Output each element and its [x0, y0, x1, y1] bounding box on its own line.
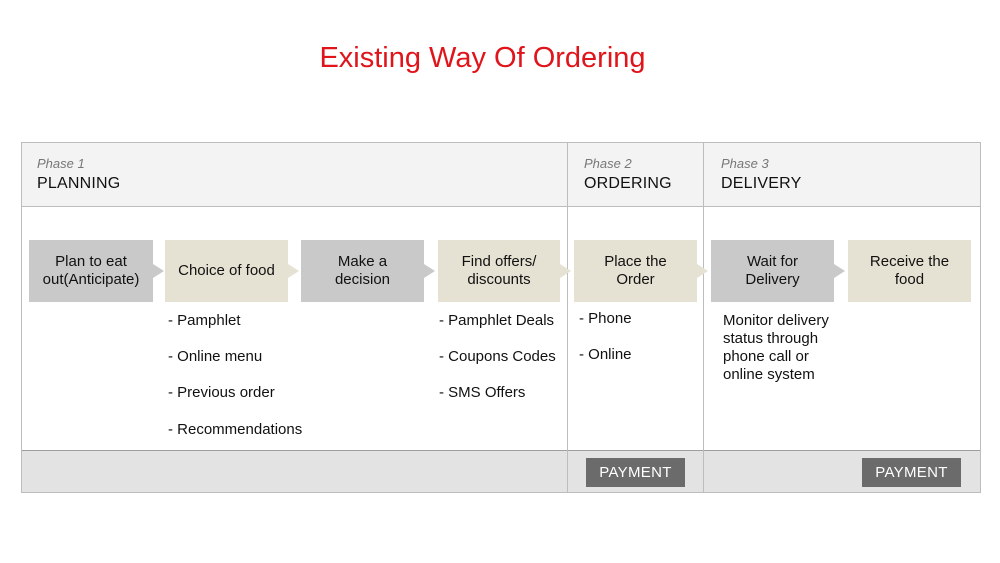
phase-2-name: ORDERING: [584, 175, 672, 192]
list-item: - Online menu: [168, 348, 263, 365]
list-item: - Phone: [579, 310, 632, 327]
step-make-a-decision: Make a decision: [301, 240, 424, 302]
list-item: - Pamphlet Deals: [439, 312, 555, 329]
page-title: Existing Way Of Ordering: [319, 42, 646, 74]
step-plan-to-eat-out: Plan to eat out(Anticipate): [29, 240, 153, 302]
phase-divider-2: [703, 142, 704, 493]
step-receive-the-food: Receive the food: [848, 240, 971, 302]
list-item: - SMS Offers: [439, 384, 526, 401]
payment-badge-ordering: PAYMENT: [586, 458, 685, 487]
step-find-offers: Find offers/ discounts: [438, 240, 560, 302]
phase-2-header: Phase 2 ORDERING: [584, 156, 672, 193]
delivery-monitoring-note: Monitor delivery status through phone ca…: [723, 312, 829, 383]
arrow-right-icon: [153, 264, 164, 278]
arrow-right-icon: [834, 264, 845, 278]
list-item: - Previous order: [168, 384, 275, 401]
list-item: - Online: [579, 346, 632, 363]
payment-badge-delivery: PAYMENT: [862, 458, 961, 487]
step-wait-for-delivery: Wait for Delivery: [711, 240, 834, 302]
arrow-right-icon: [697, 264, 708, 278]
step-choice-of-food: Choice of food: [165, 240, 288, 302]
choice-of-food-list: - Pamphlet - Online menu - Previous orde…: [168, 312, 302, 439]
list-item: - Coupons Codes: [439, 348, 556, 365]
phase-1-header: Phase 1 PLANNING: [37, 156, 120, 193]
offers-list: - Pamphlet Deals - Coupons Codes - SMS O…: [439, 312, 556, 402]
phase-3-name: DELIVERY: [721, 175, 802, 192]
arrow-right-icon: [424, 264, 435, 278]
phase-1-number: Phase 1: [37, 156, 85, 171]
payment-footer-band: [21, 450, 981, 493]
arrow-right-icon: [288, 264, 299, 278]
arrow-right-icon: [560, 264, 571, 278]
step-place-the-order: Place the Order: [574, 240, 697, 302]
phase-divider-1: [567, 142, 568, 493]
phase-3-number: Phase 3: [721, 156, 769, 171]
list-item: - Pamphlet: [168, 312, 241, 329]
ordering-channels-list: - Phone - Online: [579, 310, 632, 364]
phase-1-name: PLANNING: [37, 175, 121, 192]
phase-2-number: Phase 2: [584, 156, 632, 171]
phase-3-header: Phase 3 DELIVERY: [721, 156, 801, 193]
list-item: - Recommendations: [168, 421, 303, 438]
diagram-frame: [21, 142, 981, 493]
